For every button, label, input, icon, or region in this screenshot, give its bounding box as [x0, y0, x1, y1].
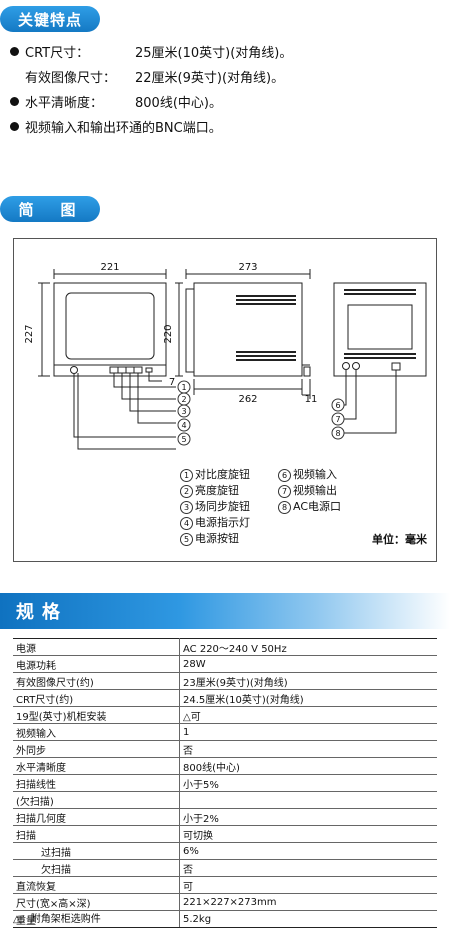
table-row: 扫描几何度小于2%	[13, 808, 437, 826]
front-view-screen	[65, 292, 155, 360]
callout-4: 4	[181, 421, 186, 430]
bullet-icon	[10, 122, 19, 131]
dim-base-offset: 7	[169, 377, 175, 388]
callout-8: 8	[335, 429, 340, 438]
feature-hres-value: 800线(中心)。	[135, 96, 222, 111]
feature-bnc: 视频输入和输出环通的BNC端口。	[10, 117, 222, 136]
dim-front-width: 221	[100, 262, 119, 273]
feature-effective-value: 22厘米(9英寸)(对角线)。	[135, 71, 285, 86]
table-row: 扫描可切换	[13, 825, 437, 843]
bullet-icon	[10, 97, 19, 106]
dim-side-height: 220	[163, 324, 174, 343]
table-row: 直流恢复可	[13, 876, 437, 894]
ac-inlet-icon	[391, 362, 401, 371]
feature-effective-label: 有效图像尺寸：	[25, 71, 117, 86]
features-heading: 关键特点	[0, 6, 100, 32]
table-row: 欠扫描否	[13, 859, 437, 877]
table-row: 尺寸(宽×高×深)221×227×273mm	[13, 893, 437, 911]
footnote: △：附角架柜选购件	[13, 914, 101, 925]
diagram-panel: 221 227 273 220 7 262 11 1 2 3 4 5 6 7 8…	[13, 238, 437, 562]
unit-note: 单位：毫米	[372, 533, 427, 546]
bnc-out-connector-icon	[352, 362, 360, 370]
table-row: 有效图像尺寸(约)23厘米(9英寸)(对角线)	[13, 672, 437, 690]
table-row: 扫描线性小于5%	[13, 774, 437, 792]
table-row: (欠扫描)	[13, 791, 437, 809]
table-row: CRT尺寸(约)24.5厘米(10英寸)(对角线)	[13, 689, 437, 707]
table-row: 外同步否	[13, 740, 437, 758]
callout-1: 1	[181, 383, 186, 392]
feature-crt: CRT尺寸：	[10, 42, 89, 61]
dim-depth: 262	[238, 394, 257, 405]
callout-3: 3	[181, 407, 186, 416]
specs-banner: 规格	[0, 593, 450, 629]
dim-rear-protrusion: 11	[305, 394, 318, 405]
feature-hres-label: 水平清晰度：	[25, 96, 104, 111]
table-row: 19型(英寸)机柜安装△可	[13, 706, 437, 724]
diagram-heading: 简 图	[0, 196, 100, 222]
bnc-in-connector-icon	[342, 362, 350, 370]
callout-6: 6	[335, 401, 340, 410]
feature-hres: 水平清晰度：	[10, 92, 103, 111]
rear-view-plate	[347, 304, 413, 350]
specs-heading: 规格	[16, 602, 68, 623]
dimension-drawing: 221 227 273 220 7 262 11 1 2 3 4 5 6 7 8	[24, 262, 427, 450]
dim-side-width: 273	[238, 262, 257, 273]
feature-bnc-text: 视频输入和输出环通的BNC端口。	[25, 121, 222, 136]
bullet-icon	[10, 47, 19, 56]
callout-2: 2	[181, 395, 186, 404]
power-button-icon	[70, 366, 78, 374]
callout-5: 5	[181, 435, 186, 444]
feature-crt-label: CRT尺寸：	[25, 46, 90, 61]
dim-front-height: 227	[24, 324, 35, 343]
feature-crt-value: 25厘米(10英寸)(对角线)。	[135, 46, 293, 61]
rear-view-body	[333, 282, 427, 377]
front-view-body	[53, 282, 167, 377]
callout-7: 7	[335, 415, 340, 424]
